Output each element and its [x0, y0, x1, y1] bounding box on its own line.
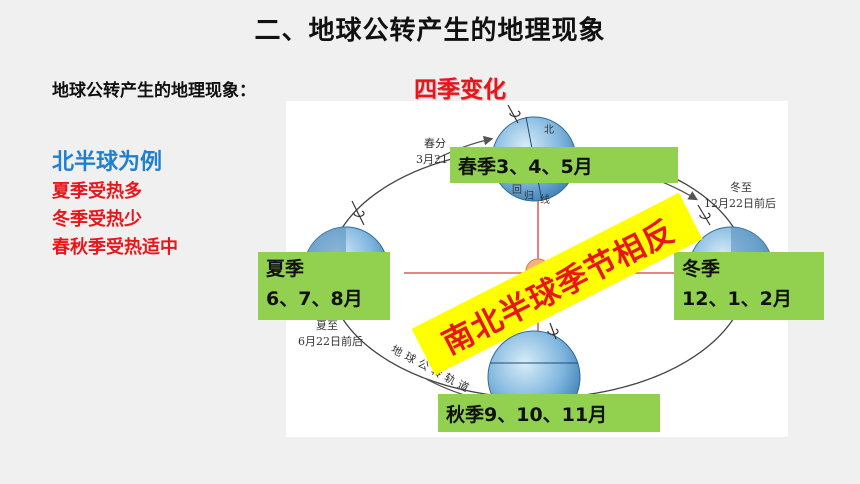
- axis-winter: [697, 204, 711, 226]
- axis-spring: [507, 104, 521, 124]
- winter-season-months: 12、1、2月: [682, 288, 792, 310]
- spring-equinox-name: 春分: [424, 137, 446, 150]
- winter-season-box: 冬季 12、1、2月: [674, 252, 824, 320]
- summer-solstice-date: 6月22日前后: [298, 335, 363, 348]
- summer-season-name: 夏季: [266, 258, 305, 280]
- northern-hemisphere-heading: 北半球为例: [52, 150, 163, 175]
- season-change-highlight: 四季变化: [414, 77, 506, 103]
- northern-hemisphere-panel: 北半球为例 夏季受热多 冬季受热少 春秋季受热适中: [52, 144, 178, 262]
- axis-summer: [351, 200, 365, 226]
- spring-equinox-date: 3月21: [416, 153, 448, 166]
- summer-season-box: 夏季 6、7、8月: [258, 252, 390, 320]
- spring-autumn-heat-line: 春秋季受热适中: [52, 237, 178, 258]
- globe-text-hui: 回: [512, 185, 522, 196]
- summer-heat-line: 夏季受热多: [52, 181, 142, 202]
- winter-solstice-date: 12月22日前后: [704, 197, 776, 210]
- winter-heat-line: 冬季受热少: [52, 209, 142, 230]
- summer-solstice-name: 夏至: [316, 319, 338, 332]
- globe-text-gui: 归: [524, 191, 534, 202]
- subtitle: 地球公转产生的地理现象：: [52, 81, 256, 101]
- globe-text-bei: 北: [544, 125, 554, 136]
- winter-solstice-name: 冬至: [730, 181, 752, 194]
- summer-season-months: 6、7、8月: [266, 288, 363, 310]
- autumn-season-box: 秋季9、10、11月: [438, 394, 660, 432]
- globe-text-xian: 线: [540, 195, 550, 206]
- page-title: 二、地球公转产生的地理现象: [254, 16, 606, 46]
- winter-season-name: 冬季: [682, 258, 721, 280]
- spring-season-box: 春季3、4、5月: [450, 147, 678, 183]
- axis-autumn: [547, 322, 559, 340]
